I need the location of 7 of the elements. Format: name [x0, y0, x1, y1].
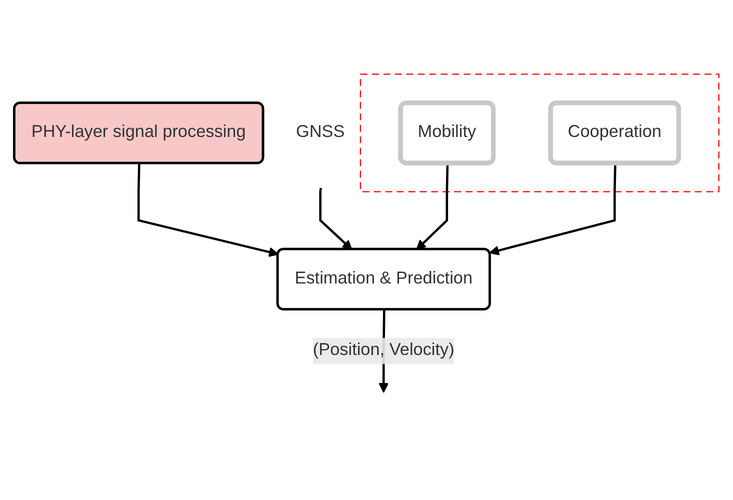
arrow	[489, 163, 616, 255]
node-text: GNSS	[296, 122, 345, 142]
edge-label: (Position, Velocity)	[312, 340, 454, 360]
arrow	[416, 163, 449, 250]
arrow	[137, 163, 279, 257]
cluster	[360, 73, 720, 192]
arrow	[319, 187, 352, 250]
